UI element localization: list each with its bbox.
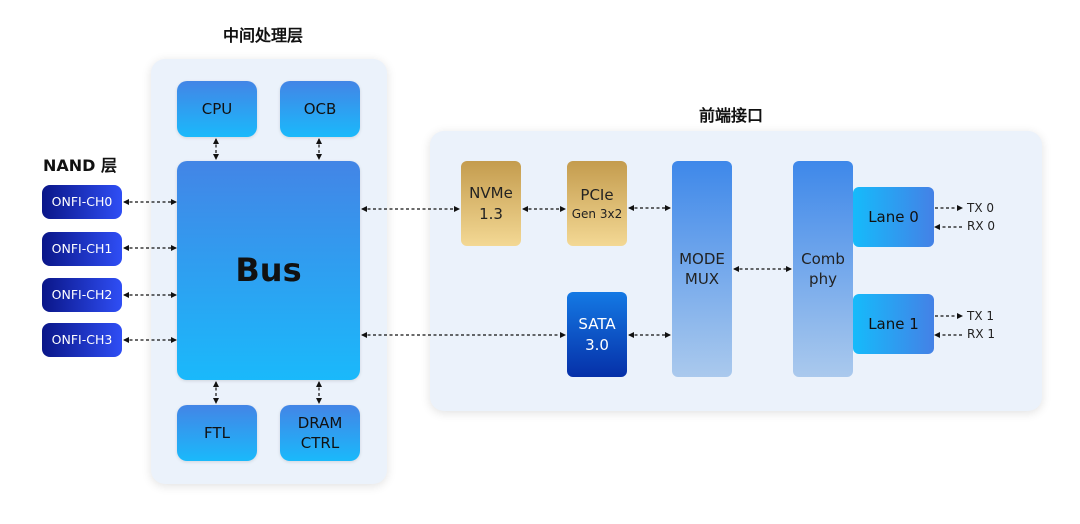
nand-channel-ch1: ONFI-CH1	[42, 232, 122, 266]
nand-channel-label: ONFI-CH2	[51, 286, 113, 302]
dram-ctrl-label-line1: DRAM	[297, 413, 343, 432]
nand-channel-ch3: ONFI-CH3	[42, 323, 122, 357]
pcie-gen: Gen 3x2	[571, 206, 623, 221]
nvme-label: NVMe	[469, 184, 513, 203]
rx1-label: RX 1	[967, 327, 996, 341]
sata-block: SATA 3.0	[567, 292, 627, 377]
nand-channel-ch0: ONFI-CH0	[42, 185, 122, 219]
nand-channel-label: ONFI-CH1	[51, 240, 113, 256]
lane-0-label: Lane 0	[868, 207, 919, 226]
ftl-label: FTL	[204, 423, 230, 442]
mode-mux-label-line2: MUX	[684, 270, 720, 288]
bus-block: Bus	[177, 161, 360, 380]
nand-channel-ch2: ONFI-CH2	[42, 278, 122, 312]
nand-channel-label: ONFI-CH0	[51, 193, 113, 209]
comb-phy-block: Comb phy	[793, 161, 853, 377]
lane-0-block: Lane 0	[853, 187, 934, 247]
rx0-label: RX 0	[967, 219, 996, 233]
middle-layer-title: 中间处理层	[223, 26, 304, 45]
ocb-block: OCB	[280, 81, 360, 137]
comb-phy-label-line1: Comb	[801, 249, 845, 268]
lane-1-block: Lane 1	[853, 294, 934, 354]
lane-1-label: Lane 1	[868, 314, 919, 333]
ocb-label: OCB	[303, 99, 337, 118]
nvme-block: NVMe 1.3	[461, 161, 521, 246]
nand-channel-label: ONFI-CH3	[51, 331, 113, 347]
frontend-panel	[430, 131, 1042, 411]
dram-ctrl-label-line2: CTRL	[300, 434, 340, 452]
comb-phy-label-line2: phy	[809, 270, 837, 288]
nand-layer-title: NAND 层	[43, 156, 118, 175]
mode-mux-label-line1: MODE	[679, 249, 725, 268]
sata-label: SATA	[578, 315, 616, 334]
dram-ctrl-block: DRAM CTRL	[280, 405, 360, 461]
tx1-label: TX 1	[967, 309, 994, 323]
ftl-block: FTL	[177, 405, 257, 461]
cpu-label: CPU	[201, 99, 233, 118]
bus-label: Bus	[235, 250, 302, 289]
pcie-label: PCIe	[580, 186, 614, 205]
mode-mux-block: MODE MUX	[672, 161, 732, 377]
tx0-label: TX 0	[967, 201, 994, 215]
pcie-block: PCIe Gen 3x2	[567, 161, 627, 246]
frontend-interface-title: 前端接口	[699, 106, 764, 125]
cpu-block: CPU	[177, 81, 257, 137]
sata-version: 3.0	[585, 335, 609, 354]
nvme-version: 1.3	[479, 204, 503, 223]
